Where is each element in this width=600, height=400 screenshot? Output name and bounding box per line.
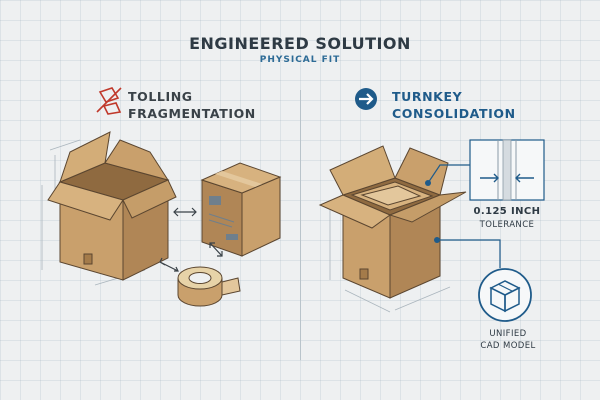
right-label-line1: TURNKEY [392, 89, 463, 104]
broken-parts-icon [96, 87, 122, 115]
cad-model-label: UNIFIED CAD MODEL [468, 328, 548, 352]
left-label-line1: TOLLING [128, 89, 193, 104]
tolerance-detail-panel [469, 139, 545, 201]
callout-dot-bottom [434, 237, 440, 243]
page-subtitle: PHYSICAL FIT [259, 55, 341, 65]
right-section-label: TURNKEY CONSOLIDATION [392, 88, 516, 122]
page-title: ENGINEERED SOLUTION [189, 34, 411, 53]
right-label-line2: CONSOLIDATION [392, 106, 516, 121]
consolidated-box [318, 145, 467, 299]
callout-dot-top [425, 180, 431, 186]
cube-model-icon [478, 268, 532, 322]
center-divider [300, 90, 301, 360]
fragment-arrows [159, 207, 223, 272]
left-label-line2: FRAGMENTATION [128, 106, 256, 121]
closed-box [200, 162, 282, 257]
cad-label-line2: CAD MODEL [480, 341, 536, 351]
open-box-left [47, 131, 177, 281]
cad-label-line1: UNIFIED [489, 329, 527, 339]
left-section-label: TOLLING FRAGMENTATION [128, 88, 256, 122]
callout-lines [427, 164, 501, 268]
right-dimension-lines [329, 210, 451, 313]
tolerance-label: TOLERANCE [479, 220, 535, 230]
arrow-right-icon [355, 88, 377, 110]
tolerance-value: 0.125 INCH [473, 206, 541, 217]
tape-roll [177, 266, 241, 307]
